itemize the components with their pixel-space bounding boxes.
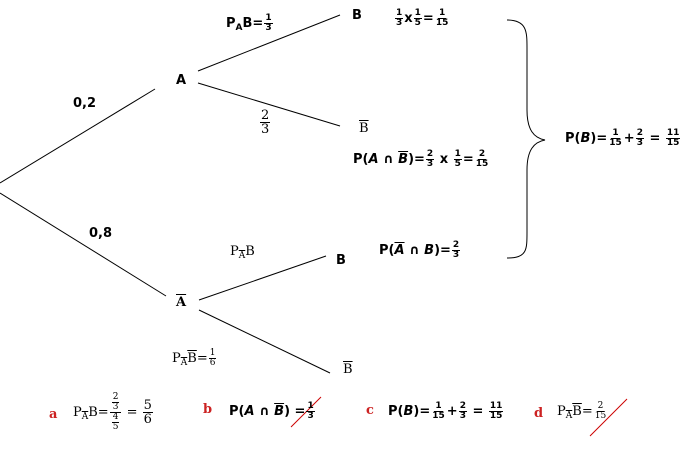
prob-A-bar: 0,8 (89, 226, 113, 241)
branch-Abar-Bbar (198, 309, 331, 374)
node-B-bar-top: B (359, 121, 369, 136)
branch-root-Abar (0, 192, 167, 297)
node-A: A (176, 73, 187, 88)
branch-root-A (0, 88, 156, 184)
node-B-bottom: B (336, 253, 346, 268)
answer-tag-b: b (203, 402, 213, 417)
strike-b (290, 396, 322, 428)
branch-A-B (197, 14, 341, 72)
answer-tag-d: d (534, 406, 544, 421)
label-P-Abar-B: PAB (230, 244, 255, 261)
right-curly-brace (506, 19, 546, 259)
answer-tag-a: a (49, 407, 58, 422)
node-A-bar: A (176, 295, 187, 310)
strike-d (589, 398, 628, 437)
node-B-bar-bottom: B (343, 362, 353, 377)
answer-tag-c: c (366, 403, 374, 418)
branch-Abar-B (198, 255, 327, 301)
node-B-top: B (352, 8, 362, 23)
prob-A: 0,2 (73, 96, 97, 111)
branch-A-Bbar (197, 82, 341, 127)
